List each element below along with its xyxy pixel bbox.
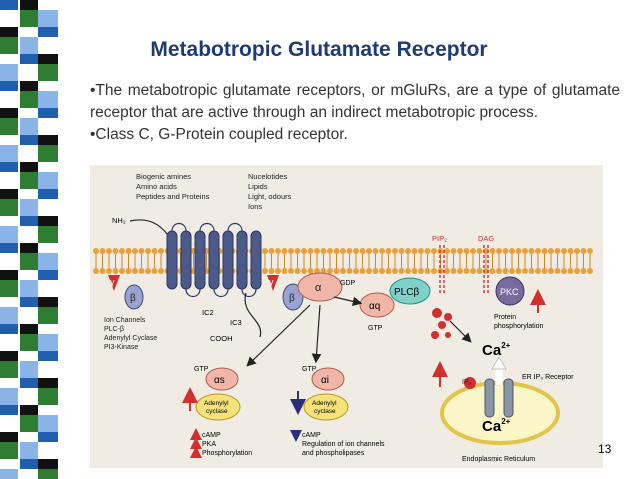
- ligand-light: Light, odours: [248, 192, 292, 201]
- i-outcome-regulation: Regulation of ion channels: [302, 441, 385, 448]
- alpha-s-label: αs: [214, 375, 225, 386]
- cooh-tail: [244, 292, 262, 338]
- bullet-1: •The metabotropic glutamate receptors, o…: [90, 82, 620, 121]
- s-outcome-pka: PKA: [202, 441, 216, 448]
- ip3-receptor-right: [503, 378, 514, 418]
- s-outcome-phosphorylation: Phosphorylation: [202, 450, 252, 457]
- gamma-label-left: γ: [110, 277, 115, 287]
- s-outcomes: cAMP PKA Phosphorylation: [202, 432, 252, 457]
- phosphorylation-label: phosphorylation: [494, 323, 544, 330]
- slide-body: •The metabotropic glutamate receptors, o…: [90, 80, 620, 146]
- protein-label: Protein: [494, 314, 516, 321]
- beta-label-left: β: [130, 293, 136, 304]
- cooh-label: COOH: [210, 334, 233, 343]
- alpha-q-label: αq: [369, 301, 380, 312]
- left-effectors: Ion Channels PLC-β Adenylyl Cyclase PI3-…: [104, 317, 157, 351]
- ligand-biogenic-amines: Biogenic amines: [136, 172, 191, 181]
- pkc: [495, 276, 525, 306]
- s-outcome-camp: cAMP: [202, 432, 221, 439]
- ligand-ions: Ions: [248, 202, 262, 211]
- pkc-label: PKC: [500, 287, 519, 297]
- adenylyl-cyclase-s: [195, 393, 241, 421]
- page-number: 13: [598, 442, 612, 456]
- er-label: Endoplasmic Reticulum: [462, 456, 535, 463]
- decorative-left-bar: [0, 0, 58, 479]
- ca-release-arrowhead: [491, 356, 507, 370]
- effector-adenylyl: Adenylyl Cyclase: [104, 335, 157, 342]
- effector-plc: PLC-β: [104, 326, 124, 333]
- pip2-label: PIP₂: [432, 234, 447, 243]
- nh2-label: NH₂: [112, 216, 126, 225]
- plc-beta: [389, 277, 431, 305]
- ip3-receptor-left: [484, 378, 495, 418]
- ligands-left: Biogenic amines Amino acids Peptides and…: [136, 172, 210, 201]
- i-outcomes: cAMP Regulation of ion channels and phos…: [302, 432, 385, 457]
- beta-label-right: β: [289, 293, 295, 304]
- alpha-subunit: [297, 272, 343, 302]
- ic3-label: IC3: [230, 318, 242, 327]
- dag-label: DAG: [478, 234, 494, 243]
- ip3-bound-left: [464, 377, 476, 389]
- slide-title: Metabotropic Glutamate Receptor: [150, 38, 488, 61]
- ligand-amino-acids: Amino acids: [136, 182, 177, 191]
- alpha-i-label: αi: [321, 375, 329, 386]
- gpcr-receptor: [166, 222, 262, 298]
- ic2-label: IC2: [202, 308, 214, 317]
- ca-top-label: Ca2+: [482, 341, 511, 359]
- alpha-label: α: [315, 282, 322, 294]
- effector-pi3k: PI3-Kinase: [104, 344, 138, 351]
- pip2-chain: [439, 245, 445, 295]
- effector-ion-channels: Ion Channels: [104, 317, 146, 324]
- i-outcome-phospholipases: and phospholipases: [302, 450, 365, 457]
- ip3-label: IP₃: [462, 379, 472, 386]
- ca-bottom-label: Ca2+: [482, 417, 511, 435]
- adenylyl-i-2: cyclase: [314, 408, 336, 415]
- arrow-to-alpha-q: [333, 296, 363, 307]
- dag-chain: [483, 245, 489, 295]
- arrow-ip3-to-er: [449, 320, 472, 343]
- alpha-s-subunit: [205, 367, 239, 391]
- beta-subunit-left: [124, 284, 144, 310]
- er-receptor-label: ER IP₃ Receptor: [522, 374, 574, 381]
- gdp-label: GDP: [340, 280, 356, 287]
- arrow-to-alpha-s: [246, 304, 311, 367]
- beta-subunit-right: [282, 283, 304, 311]
- bullet-2: •Class C, G-Protein coupled receptor.: [90, 126, 348, 143]
- gtp-i-label: GTP: [302, 366, 317, 373]
- gpcr-signaling-diagram: Biogenic amines Amino acids Peptides and…: [90, 165, 603, 468]
- adenylyl-cyclase-i: [303, 393, 349, 421]
- adenylyl-s-1: Adenylyl: [204, 400, 229, 407]
- ligand-nucleotides: Nucelotides: [248, 172, 287, 181]
- ligands-right: Nucelotides Lipids Light, odours Ions: [248, 172, 292, 211]
- gtp-s-label: GTP: [194, 366, 209, 373]
- gamma-subunit-right: [267, 275, 279, 291]
- arrow-to-alpha-i: [311, 304, 322, 364]
- ligand-peptides: Peptides and Proteins: [136, 192, 210, 201]
- gtp-q-label: GTP: [368, 325, 383, 332]
- gamma-label-right: γ: [269, 277, 274, 287]
- plc-label: PLCβ: [394, 287, 419, 298]
- ip3-molecules: [431, 308, 452, 339]
- ligand-lipids: Lipids: [248, 182, 268, 191]
- adenylyl-s-2: cyclase: [206, 408, 228, 415]
- alpha-i-subunit: [311, 367, 345, 391]
- gamma-subunit-left: [108, 275, 120, 291]
- i-outcome-camp: cAMP: [302, 432, 321, 439]
- adenylyl-i-1: Adenylyl: [312, 400, 337, 407]
- nh2-tail: [129, 219, 169, 236]
